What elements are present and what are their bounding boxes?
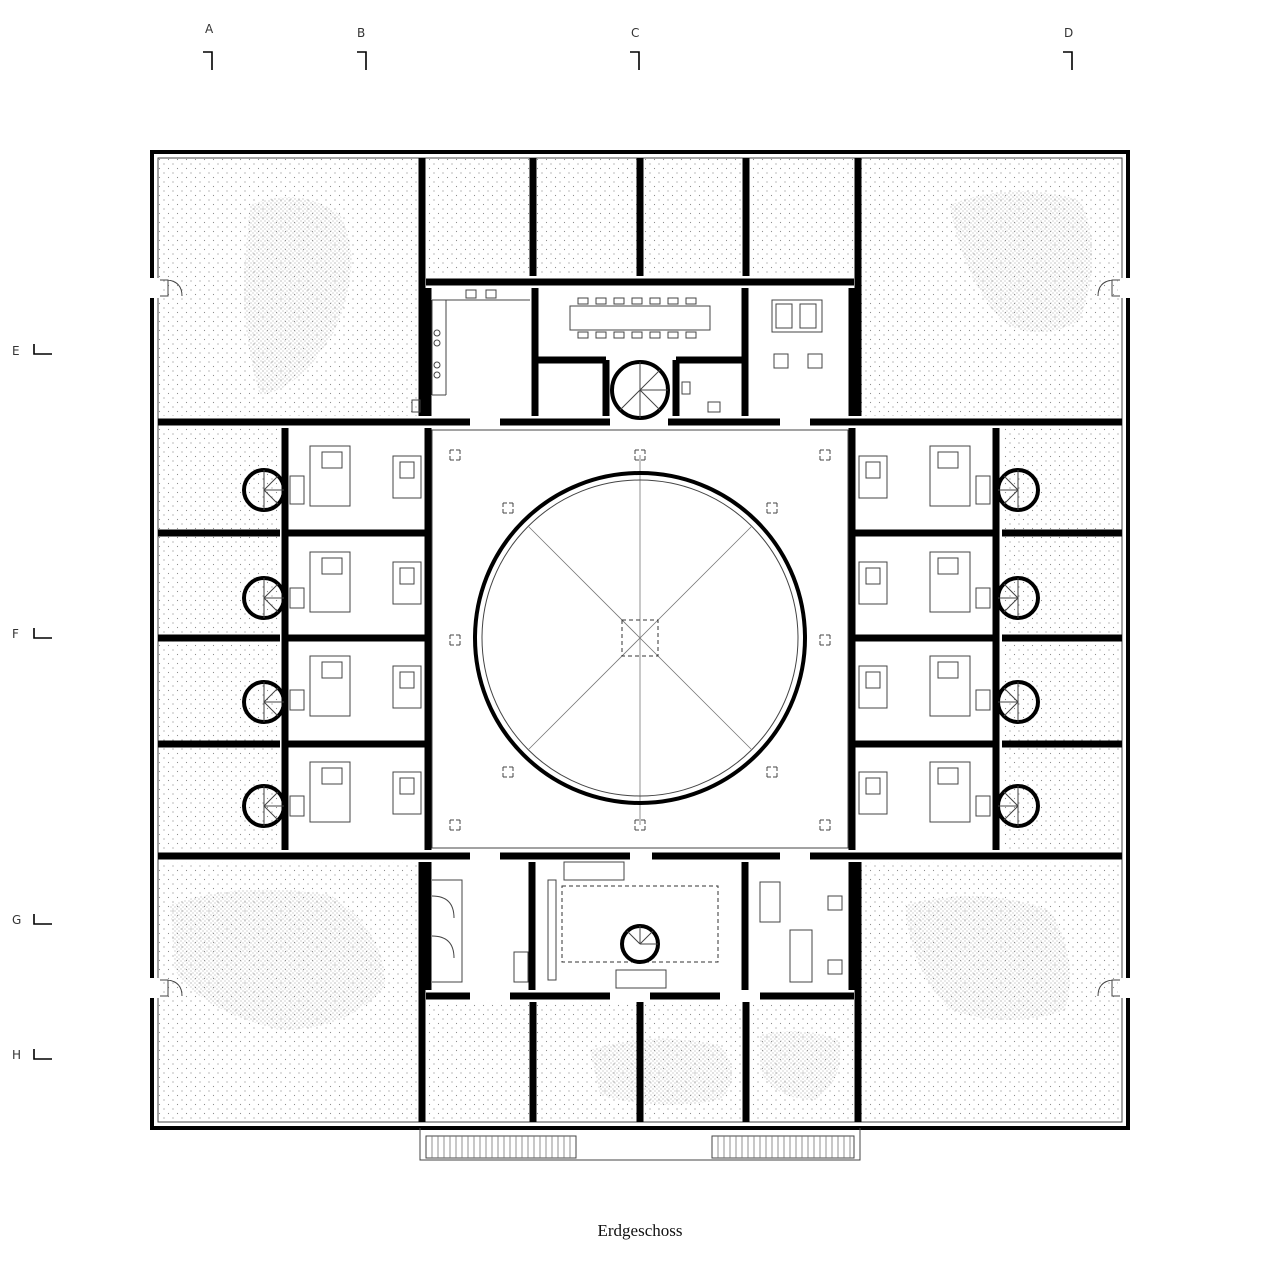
guest-rooms — [242, 445, 1040, 828]
section-markers: A B C D E F G H — [12, 22, 1073, 1062]
section-mark-a: A — [205, 22, 214, 36]
inner-walls — [158, 158, 1122, 1122]
entrance-steps — [419, 1128, 861, 1161]
drawing-title: Erdgeschoss — [598, 1221, 683, 1240]
section-mark-e: E — [12, 344, 20, 358]
section-mark-b: B — [357, 26, 365, 40]
section-mark-f: F — [12, 627, 19, 641]
south-wing-furniture — [431, 861, 843, 989]
north-wing-furniture — [411, 289, 823, 420]
central-hall — [431, 429, 849, 849]
section-mark-g: G — [12, 913, 21, 927]
section-mark-d: D — [1064, 26, 1073, 40]
section-mark-h: H — [12, 1048, 21, 1062]
section-mark-c: C — [631, 26, 639, 40]
